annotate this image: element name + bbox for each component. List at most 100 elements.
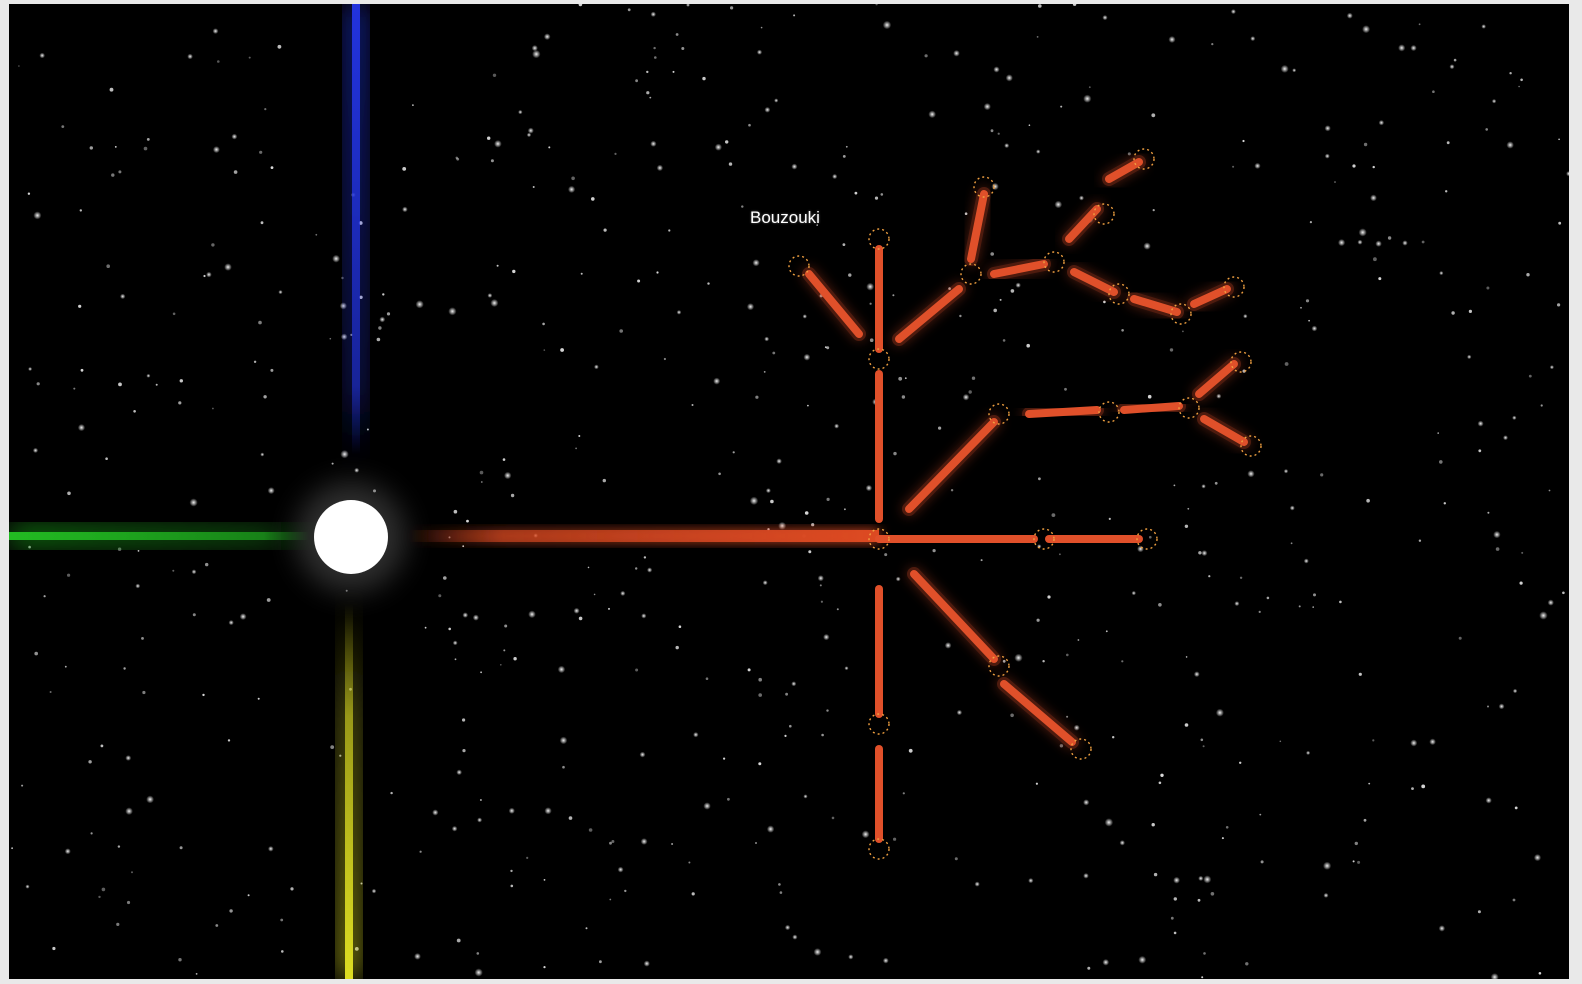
- star: [503, 649, 506, 652]
- star: [904, 377, 907, 380]
- tree-node[interactable]: [868, 713, 890, 735]
- tree-node[interactable]: [960, 263, 982, 285]
- tree-node[interactable]: [973, 176, 995, 198]
- star: [1079, 195, 1084, 201]
- window-right-edge: [1569, 0, 1582, 984]
- star: [178, 958, 182, 962]
- star: [480, 671, 482, 674]
- tree-node[interactable]: [1170, 303, 1192, 325]
- tree-node[interactable]: [1098, 401, 1120, 423]
- scene-canvas[interactable]: [9, 4, 1569, 979]
- branch-edge[interactable]: [967, 190, 988, 263]
- star: [1432, 90, 1435, 93]
- star: [1160, 773, 1164, 777]
- star: [329, 337, 332, 340]
- tree-node[interactable]: [1070, 738, 1092, 760]
- node-tree[interactable]: [802, 155, 1251, 846]
- star: [1047, 595, 1051, 599]
- tree-node[interactable]: [1043, 251, 1065, 273]
- tree-node[interactable]: [1108, 283, 1130, 305]
- star: [109, 87, 114, 92]
- star: [1421, 784, 1426, 789]
- tree-node[interactable]: [1136, 528, 1158, 550]
- tree-node[interactable]: [1240, 435, 1262, 457]
- tree-node[interactable]: [988, 655, 1010, 677]
- branch-edge[interactable]: [805, 270, 863, 338]
- star: [340, 450, 349, 459]
- tree-node[interactable]: [1133, 148, 1155, 170]
- branch-edge[interactable]: [1025, 406, 1101, 418]
- branch-edge[interactable]: [1105, 158, 1143, 183]
- branch-edge[interactable]: [895, 285, 963, 343]
- star: [101, 887, 106, 892]
- tree-nodes[interactable]: [788, 148, 1262, 860]
- tree-node[interactable]: [868, 348, 890, 370]
- branch-edge[interactable]: [990, 260, 1048, 278]
- star: [259, 150, 263, 154]
- branch-edge[interactable]: [910, 570, 998, 663]
- tree-node[interactable]: [868, 838, 890, 860]
- star: [1362, 25, 1371, 34]
- star: [510, 869, 513, 873]
- branch-edge[interactable]: [1200, 415, 1248, 446]
- tree-node[interactable]: [788, 255, 810, 277]
- star: [341, 276, 344, 280]
- origin-sphere[interactable]: [314, 500, 388, 574]
- star: [39, 52, 45, 59]
- branch-edge[interactable]: [1190, 285, 1231, 308]
- star: [705, 677, 709, 680]
- branch-edge[interactable]: [1065, 205, 1101, 243]
- star: [1467, 354, 1472, 360]
- star: [593, 593, 596, 596]
- branch-edge[interactable]: [1000, 680, 1076, 746]
- tree-node[interactable]: [1178, 397, 1200, 419]
- star: [330, 745, 335, 749]
- branch-edge[interactable]: [1130, 295, 1181, 316]
- star: [1468, 309, 1472, 313]
- star: [791, 163, 798, 170]
- star: [1232, 165, 1235, 168]
- tree-node[interactable]: [868, 528, 890, 550]
- 3d-viewport[interactable]: Bouzouki: [9, 4, 1569, 979]
- star: [1443, 502, 1447, 505]
- star: [508, 807, 515, 814]
- star: [454, 658, 457, 661]
- star: [277, 44, 282, 49]
- star: [386, 312, 391, 316]
- star: [89, 146, 94, 150]
- star: [135, 583, 141, 589]
- branch-edge[interactable]: [1070, 268, 1118, 296]
- tree-node[interactable]: [1033, 528, 1055, 550]
- star: [117, 845, 121, 848]
- branch-edge[interactable]: [1120, 402, 1183, 414]
- star: [571, 176, 575, 181]
- star: [770, 499, 774, 504]
- tree-node[interactable]: [1230, 351, 1252, 373]
- star: [681, 47, 685, 50]
- tree-node[interactable]: [1093, 203, 1115, 225]
- star: [33, 211, 42, 220]
- star: [340, 333, 348, 341]
- branch-edge[interactable]: [1195, 360, 1238, 398]
- star: [126, 900, 131, 905]
- star: [1173, 876, 1180, 884]
- star: [513, 657, 517, 661]
- star: [1311, 325, 1318, 332]
- star: [215, 924, 219, 927]
- tree-node[interactable]: [988, 403, 1010, 425]
- tree-node[interactable]: [1223, 276, 1245, 298]
- star: [587, 566, 590, 569]
- star: [902, 792, 905, 795]
- tree-node[interactable]: [868, 228, 890, 250]
- star: [908, 748, 913, 753]
- star: [456, 769, 463, 776]
- star: [1485, 128, 1488, 131]
- star: [125, 807, 133, 815]
- branch-edge[interactable]: [905, 418, 998, 513]
- star: [1557, 303, 1561, 307]
- star: [1562, 591, 1565, 595]
- star: [260, 221, 264, 225]
- star: [111, 173, 115, 177]
- star: [1005, 74, 1013, 82]
- star: [378, 326, 382, 330]
